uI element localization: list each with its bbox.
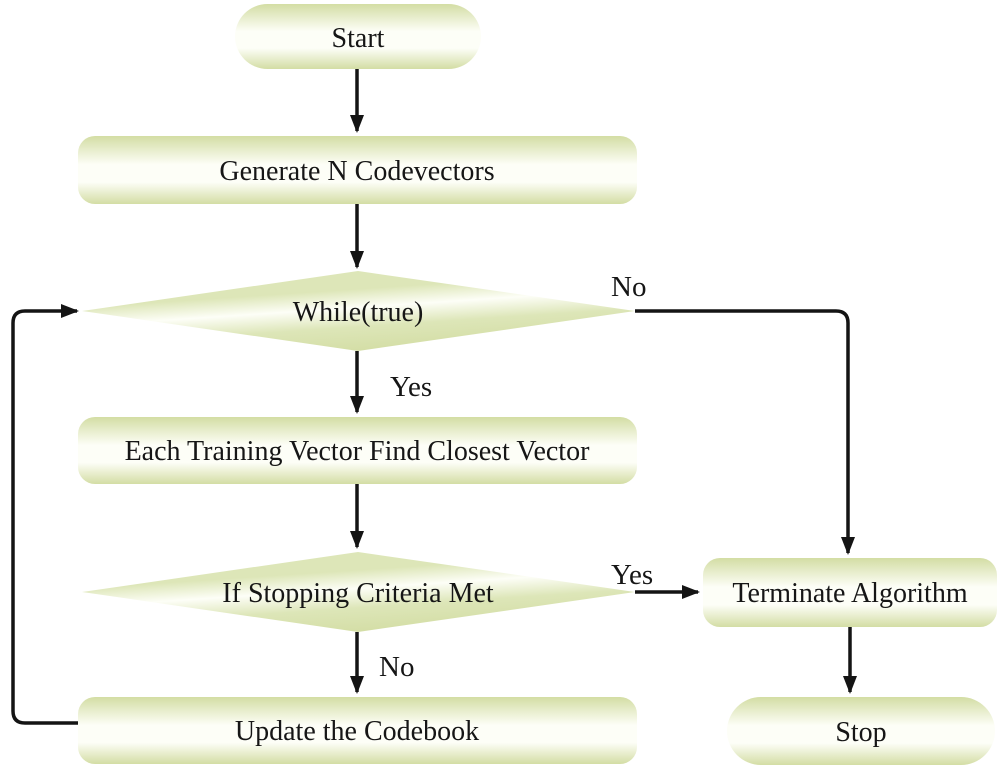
find-closest-process-shape [78,417,637,484]
node-if-stopping-criteria-met: If Stopping Criteria Met [82,552,635,632]
edge-while-no-to-terminate [635,309,855,555]
node-start: Start [235,4,481,69]
node-terminate-algorithm: Terminate Algorithm [703,558,997,627]
edge-update-loopback-to-while [11,304,80,725]
stop-terminator-shape [727,697,995,765]
generate-label: Generate N Codevectors [219,156,494,187]
edge-label-stopping-no: No [379,651,414,683]
update-process-shape [78,697,637,764]
edge-label-while-yes: Yes [390,371,432,403]
generate-process-shape [78,136,637,204]
terminate-process-shape [703,558,997,627]
edge-labels: Yes No Yes No [379,271,653,683]
terminate-label: Terminate Algorithm [732,578,967,609]
node-while-true: While(true) [82,271,635,351]
while-decision-shape [82,271,635,351]
edges [11,69,857,725]
edge-label-stopping-yes: Yes [611,559,653,591]
node-each-training-vector-find-closest: Each Training Vector Find Closest Vector [78,417,637,484]
start-terminator-shape [235,4,481,69]
start-label: Start [332,23,385,54]
node-stop: Stop [727,697,995,765]
while-label: While(true) [293,297,424,328]
node-generate-n-codevectors: Generate N Codevectors [78,136,637,204]
stopping-label: If Stopping Criteria Met [222,578,494,609]
node-update-the-codebook: Update the Codebook [78,697,637,764]
find-closest-label: Each Training Vector Find Closest Vector [125,436,591,467]
stopping-decision-shape [82,552,635,632]
update-label: Update the Codebook [235,716,479,747]
edge-label-while-no: No [611,271,646,303]
stop-label: Stop [835,717,886,748]
